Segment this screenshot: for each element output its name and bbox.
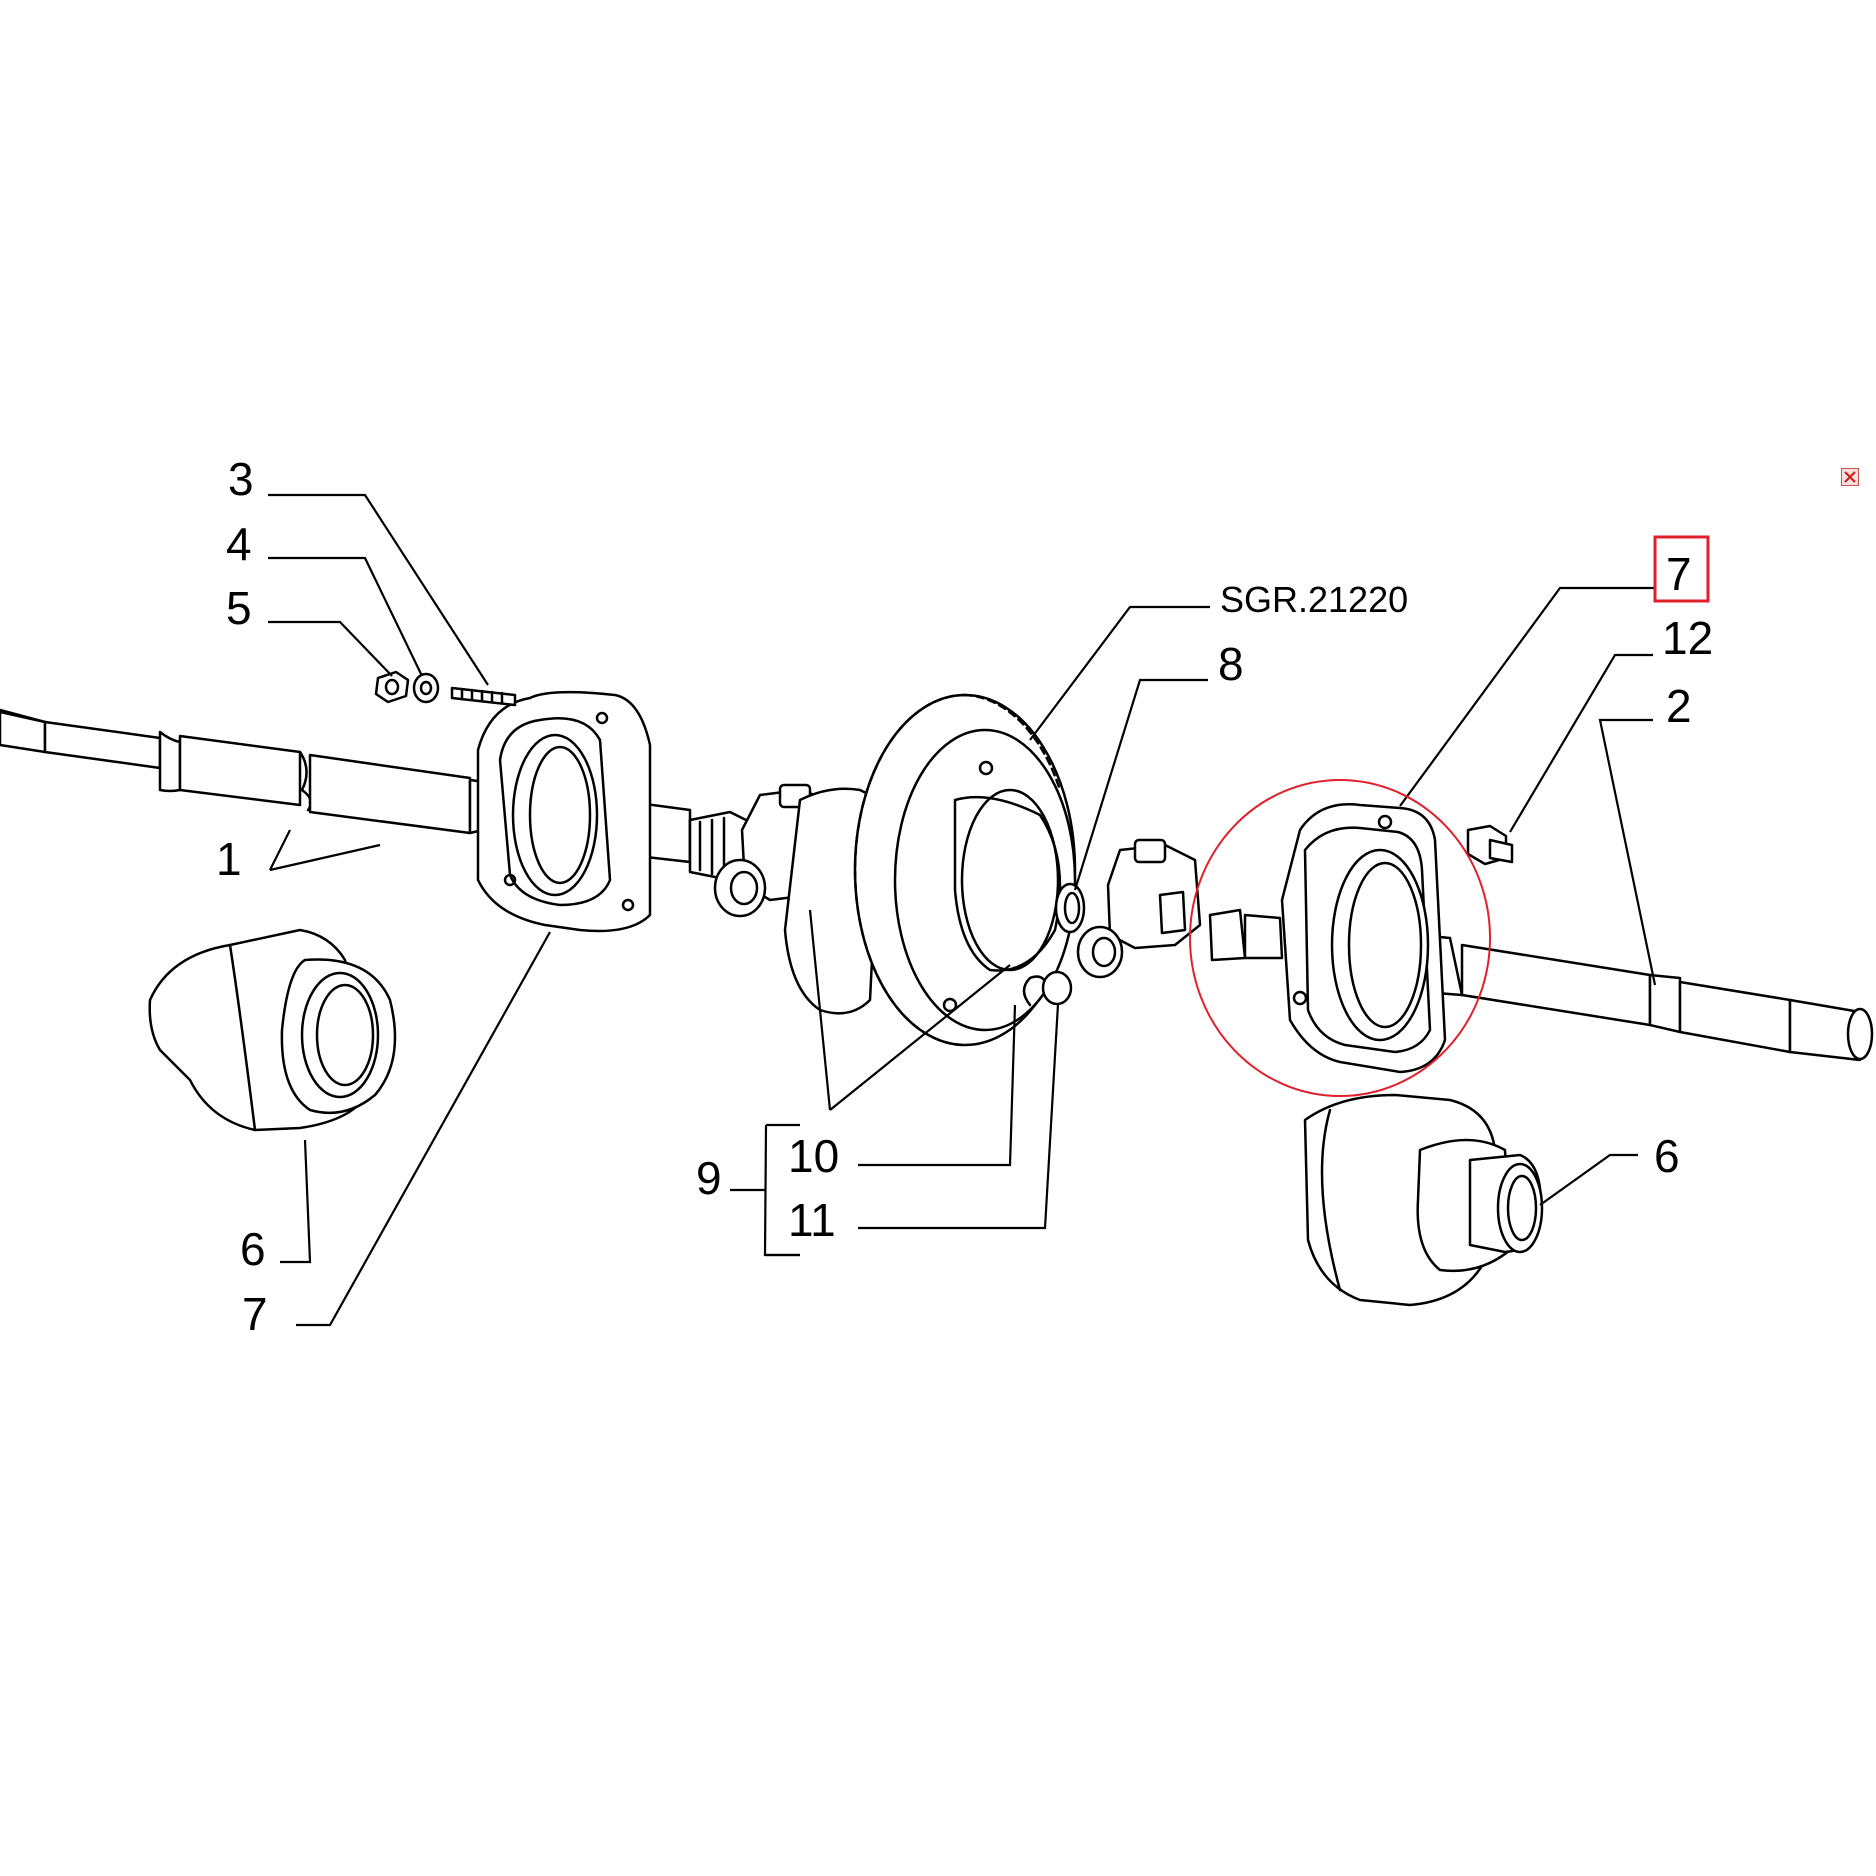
callout-7-right: 7 (1666, 548, 1692, 600)
highlight-circle (1189, 779, 1491, 1097)
hex-bolt (1466, 824, 1514, 866)
left-flange-cover (476, 690, 652, 933)
callout-1: 1 (216, 833, 242, 885)
washer (412, 672, 440, 704)
right-flange-cover (1280, 803, 1447, 1074)
callout-8: 8 (1218, 638, 1244, 690)
nut (374, 670, 410, 704)
planet-pinion-right (1076, 838, 1202, 979)
leader-lines (268, 493, 1657, 1327)
callout-9: 9 (696, 1152, 722, 1204)
right-bearing (1303, 1093, 1544, 1307)
crown-gear (853, 693, 1077, 1047)
callout-7-left: 7 (242, 1288, 268, 1340)
left-bearing (148, 928, 397, 1132)
callout-12: 12 (1662, 612, 1713, 664)
callout-5: 5 (226, 582, 252, 634)
stud-bolt (450, 686, 517, 707)
callout-3: 3 (228, 453, 254, 505)
drawing-code: SGR.21220 (1220, 579, 1408, 620)
highlight (1189, 535, 1710, 1097)
callout-10: 10 (788, 1130, 839, 1182)
thrust-ring (1054, 882, 1086, 934)
callout-2: 2 (1666, 680, 1692, 732)
close-icon[interactable] (1841, 468, 1859, 486)
callout-6-right: 6 (1654, 1130, 1680, 1182)
callout-6-left: 6 (240, 1223, 266, 1275)
callout-11: 11 (788, 1194, 836, 1246)
highlight-callout-box (1653, 535, 1710, 603)
callout-4: 4 (226, 518, 252, 570)
